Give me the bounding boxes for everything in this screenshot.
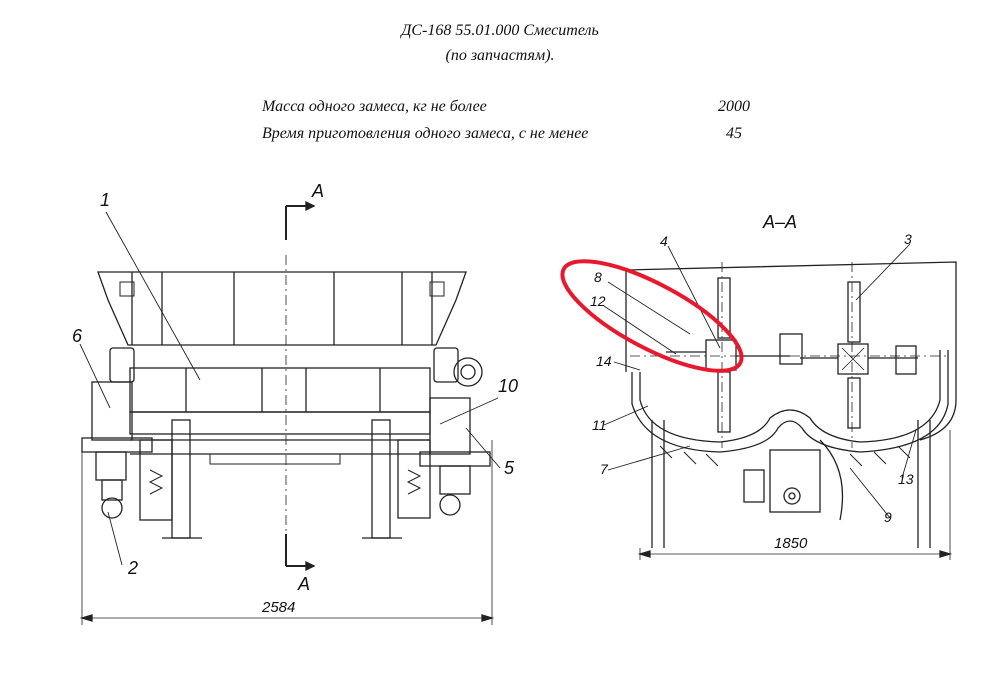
- callout-11: 11: [592, 417, 607, 433]
- trough-band: [129, 367, 431, 413]
- callout-3: 3: [904, 231, 912, 247]
- shaft-right: [837, 343, 869, 375]
- callout-14: 14: [596, 353, 612, 369]
- callout-12: 12: [590, 293, 606, 309]
- callout-1: 1: [100, 190, 110, 210]
- section-title: А–А: [762, 212, 797, 232]
- callout-9: 9: [884, 509, 892, 525]
- callout-10: 10: [498, 376, 518, 396]
- callout-2: 2: [127, 558, 138, 578]
- section-view: [603, 243, 957, 560]
- dimension-2584: 2584: [261, 599, 295, 616]
- spec-time-label: Время приготовления одного замеса, с не …: [262, 125, 589, 142]
- leg-left: [171, 419, 191, 539]
- drawing-subtitle: (по запчастям).: [445, 47, 555, 64]
- callout-8: 8: [594, 269, 602, 285]
- dimension-1850: 1850: [774, 535, 808, 552]
- spec-mass-value: 2000: [718, 98, 750, 115]
- trough-shell: [639, 350, 941, 443]
- drawing-title: ДС-168 55.01.000 Смеситель: [401, 22, 599, 39]
- callout-13: 13: [898, 471, 914, 487]
- front-view: [79, 200, 501, 625]
- hopper-body: [97, 271, 467, 346]
- section-mark-top: А: [311, 181, 324, 201]
- section-mark-bottom: А: [297, 574, 310, 594]
- callout-5: 5: [504, 458, 515, 478]
- leg-right: [371, 419, 391, 539]
- callout-7: 7: [600, 461, 609, 477]
- spec-time-value: 45: [726, 125, 742, 142]
- spec-mass-label: Масса одного замеса, кг не более: [262, 98, 487, 115]
- callout-6: 6: [72, 326, 83, 346]
- callout-4: 4: [660, 233, 668, 249]
- shaft-left: [705, 339, 737, 371]
- highlight-ellipse: [560, 259, 744, 373]
